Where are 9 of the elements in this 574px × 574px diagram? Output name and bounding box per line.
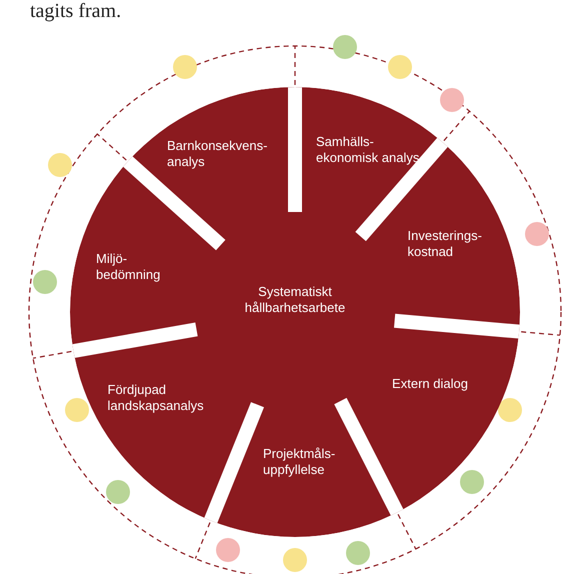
segment-label: Fördjupad landskapsanalys	[108, 382, 232, 414]
center-label: Systematiskt hållbarhetsarbete	[244, 284, 346, 316]
segment-label: Projektmåls- uppfyllelse	[263, 446, 363, 478]
segment-label: Barnkonsekvens- analys	[167, 138, 279, 170]
segment-label: Investerings- kostnad	[408, 228, 482, 260]
segment-label: Miljö- bedömning	[96, 251, 178, 283]
segment-label: Samhälls- ekonomisk analys	[316, 134, 434, 166]
text-fragment: tagits fram.	[30, 0, 122, 23]
segment-label: Extern dialog	[392, 376, 468, 392]
